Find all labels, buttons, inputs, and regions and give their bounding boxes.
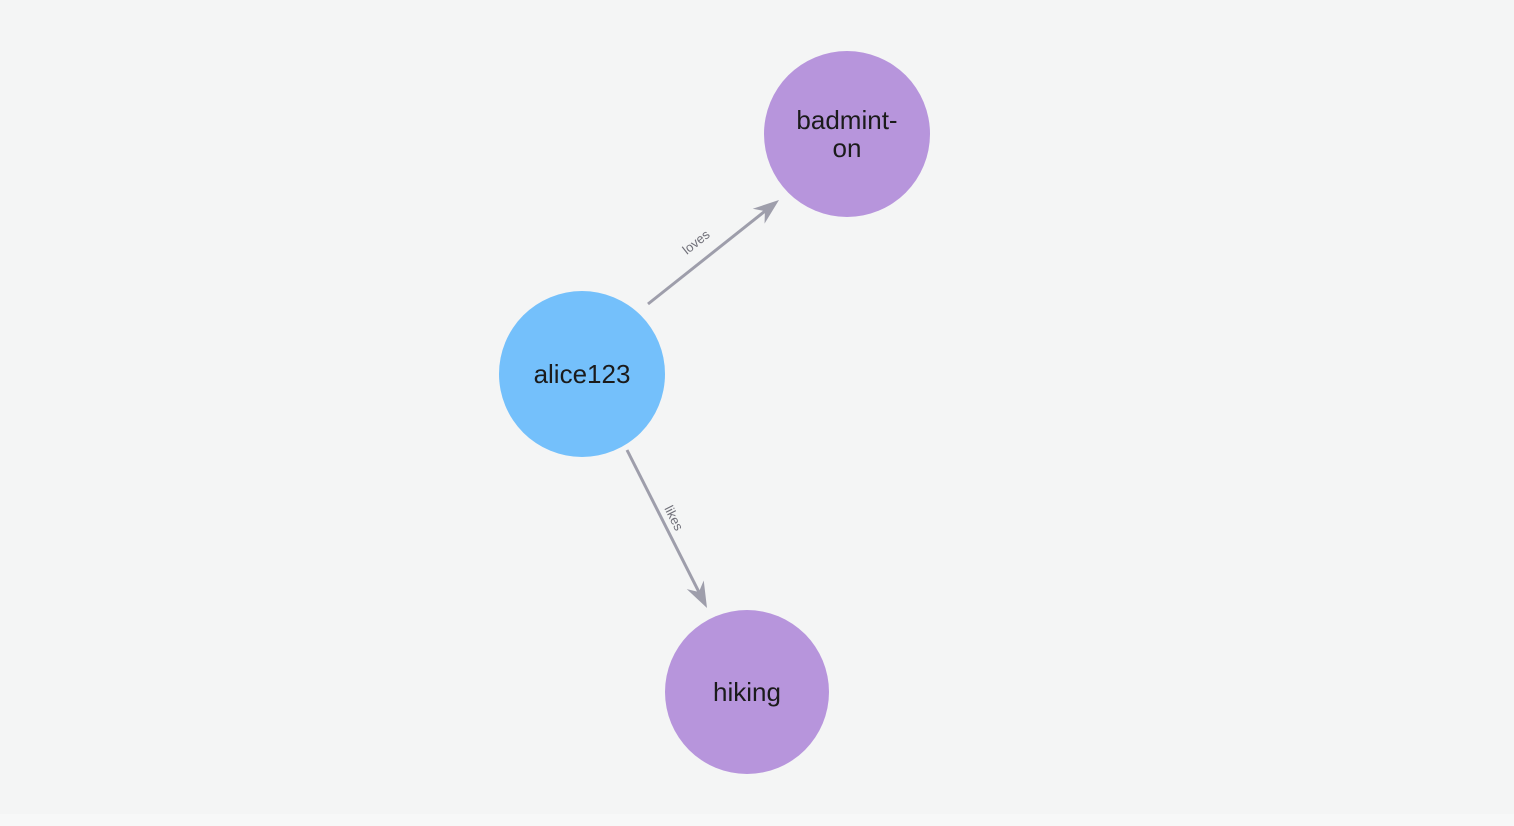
- node-circle[interactable]: [665, 610, 829, 774]
- edge-shaft: [647, 210, 766, 306]
- graph-node-hiking[interactable]: hiking: [665, 610, 829, 774]
- graph-edge[interactable]: [647, 200, 779, 306]
- graph-edge[interactable]: [625, 449, 707, 608]
- edge-arrowhead-icon: [686, 580, 707, 608]
- node-circle[interactable]: [499, 291, 665, 457]
- edges-layer: [625, 200, 779, 608]
- edge-label: likes: [661, 503, 686, 533]
- graph-node-alice123[interactable]: alice123: [499, 291, 665, 457]
- edge-shaft: [625, 449, 701, 593]
- node-circle[interactable]: [764, 51, 930, 217]
- edge-arrowhead-icon: [752, 200, 779, 224]
- nodes-layer: alice123 badmint-on hiking: [499, 51, 930, 774]
- canvas-bottom-strip: [0, 814, 1514, 826]
- graph-node-badminton[interactable]: badmint-on: [764, 51, 930, 217]
- edge-label: loves: [679, 226, 712, 257]
